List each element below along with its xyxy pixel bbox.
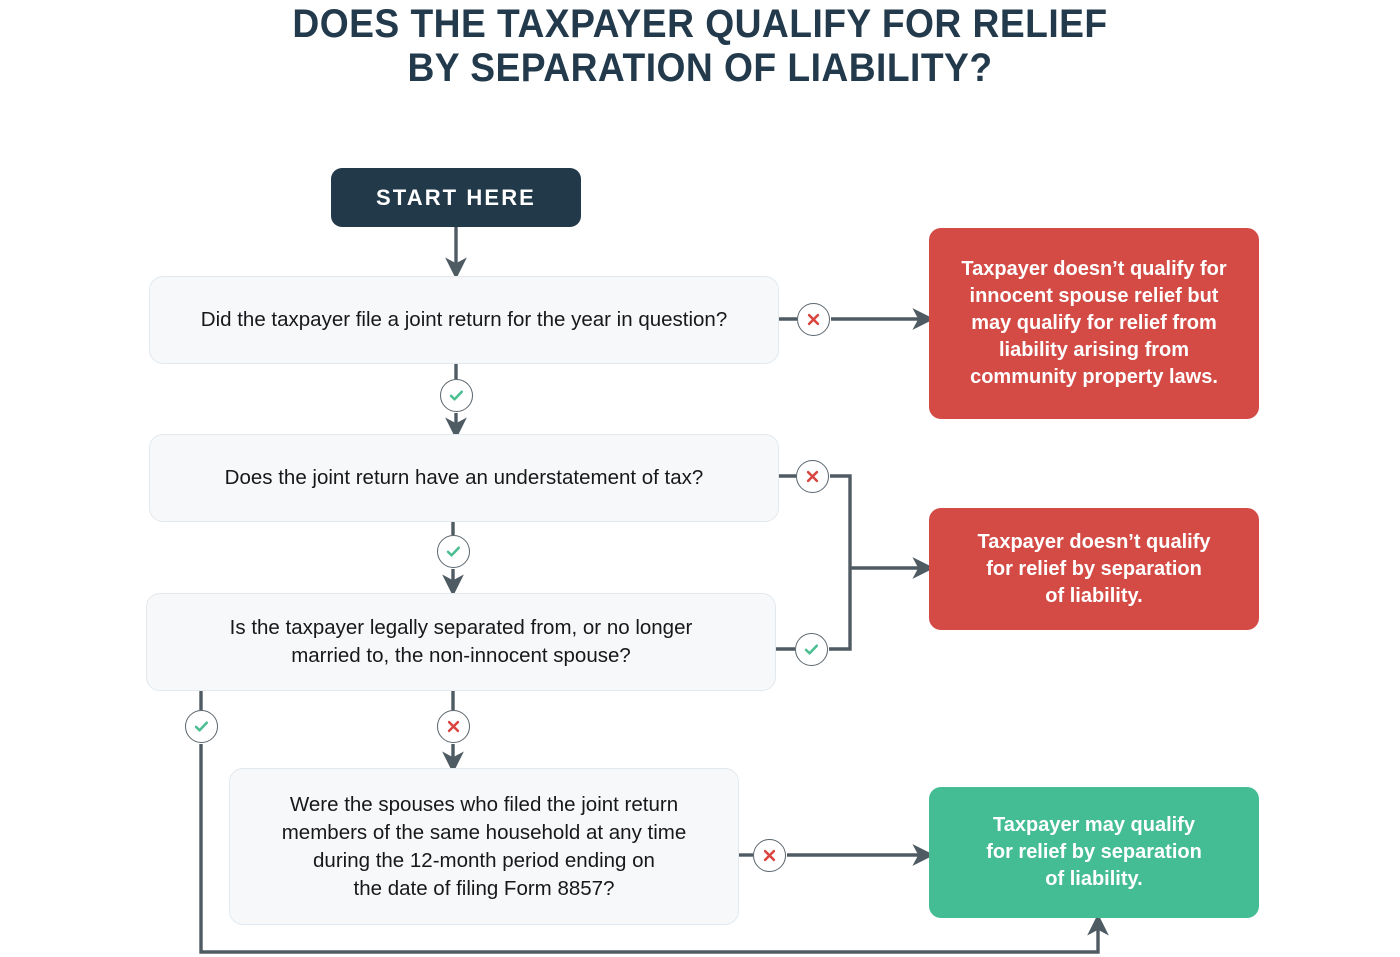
question-box-1[interactable]: Did the taxpayer file a joint return for… — [149, 276, 779, 364]
wire-q2-no-elbow — [830, 474, 852, 568]
page-title: DOES THE TAXPAYER QUALIFY FOR RELIEF BY … — [292, 2, 1108, 90]
decision-badge-q1-no[interactable] — [797, 303, 830, 336]
wire-q3-yes-to-outcome3 — [199, 744, 1109, 954]
outcome-3-text: Taxpayer may qualify for relief by separ… — [986, 814, 1202, 890]
question-box-2[interactable]: Does the joint return have an understate… — [149, 434, 779, 522]
outcome-box-2[interactable]: Taxpayer doesn’t qualify for relief by s… — [929, 508, 1259, 630]
start-here-label: START HERE — [376, 184, 536, 210]
question-box-4[interactable]: Were the spouses who filed the joint ret… — [229, 768, 739, 925]
decision-badge-q3-no[interactable] — [437, 710, 470, 743]
question-box-3[interactable]: Is the taxpayer legally separated from, … — [146, 593, 776, 691]
decision-badge-q2-yes[interactable] — [437, 535, 470, 568]
decision-badge-q1-yes[interactable] — [440, 379, 473, 412]
decision-badge-q3-yes-right[interactable] — [795, 633, 828, 666]
outcome-1-text: Taxpayer doesn’t qualify for innocent sp… — [961, 258, 1227, 388]
outcome-box-1[interactable]: Taxpayer doesn’t qualify for innocent sp… — [929, 228, 1259, 419]
decision-badge-q4-no[interactable] — [753, 839, 786, 872]
start-here-button[interactable]: START HERE — [331, 168, 581, 227]
outcome-box-3[interactable]: Taxpayer may qualify for relief by separ… — [929, 787, 1259, 918]
question-3-text: Is the taxpayer legally separated from, … — [229, 616, 693, 667]
check-icon — [448, 387, 465, 404]
outcome-2-text: Taxpayer doesn’t qualify for relief by s… — [977, 530, 1211, 607]
question-4-text: Were the spouses who filed the joint ret… — [281, 792, 687, 900]
wire-q3-yes-elbow — [829, 568, 852, 651]
check-icon — [193, 718, 210, 735]
decision-badge-q3-yes-down[interactable] — [185, 710, 218, 743]
check-icon — [803, 641, 820, 658]
cross-icon — [762, 848, 777, 863]
decision-badge-q2-no[interactable] — [796, 460, 829, 493]
cross-icon — [806, 312, 821, 327]
cross-icon — [805, 469, 820, 484]
question-1-text: Did the taxpayer file a joint return for… — [200, 308, 728, 331]
check-icon — [445, 543, 462, 560]
cross-icon — [446, 719, 461, 734]
question-2-text: Does the joint return have an understate… — [224, 466, 704, 489]
